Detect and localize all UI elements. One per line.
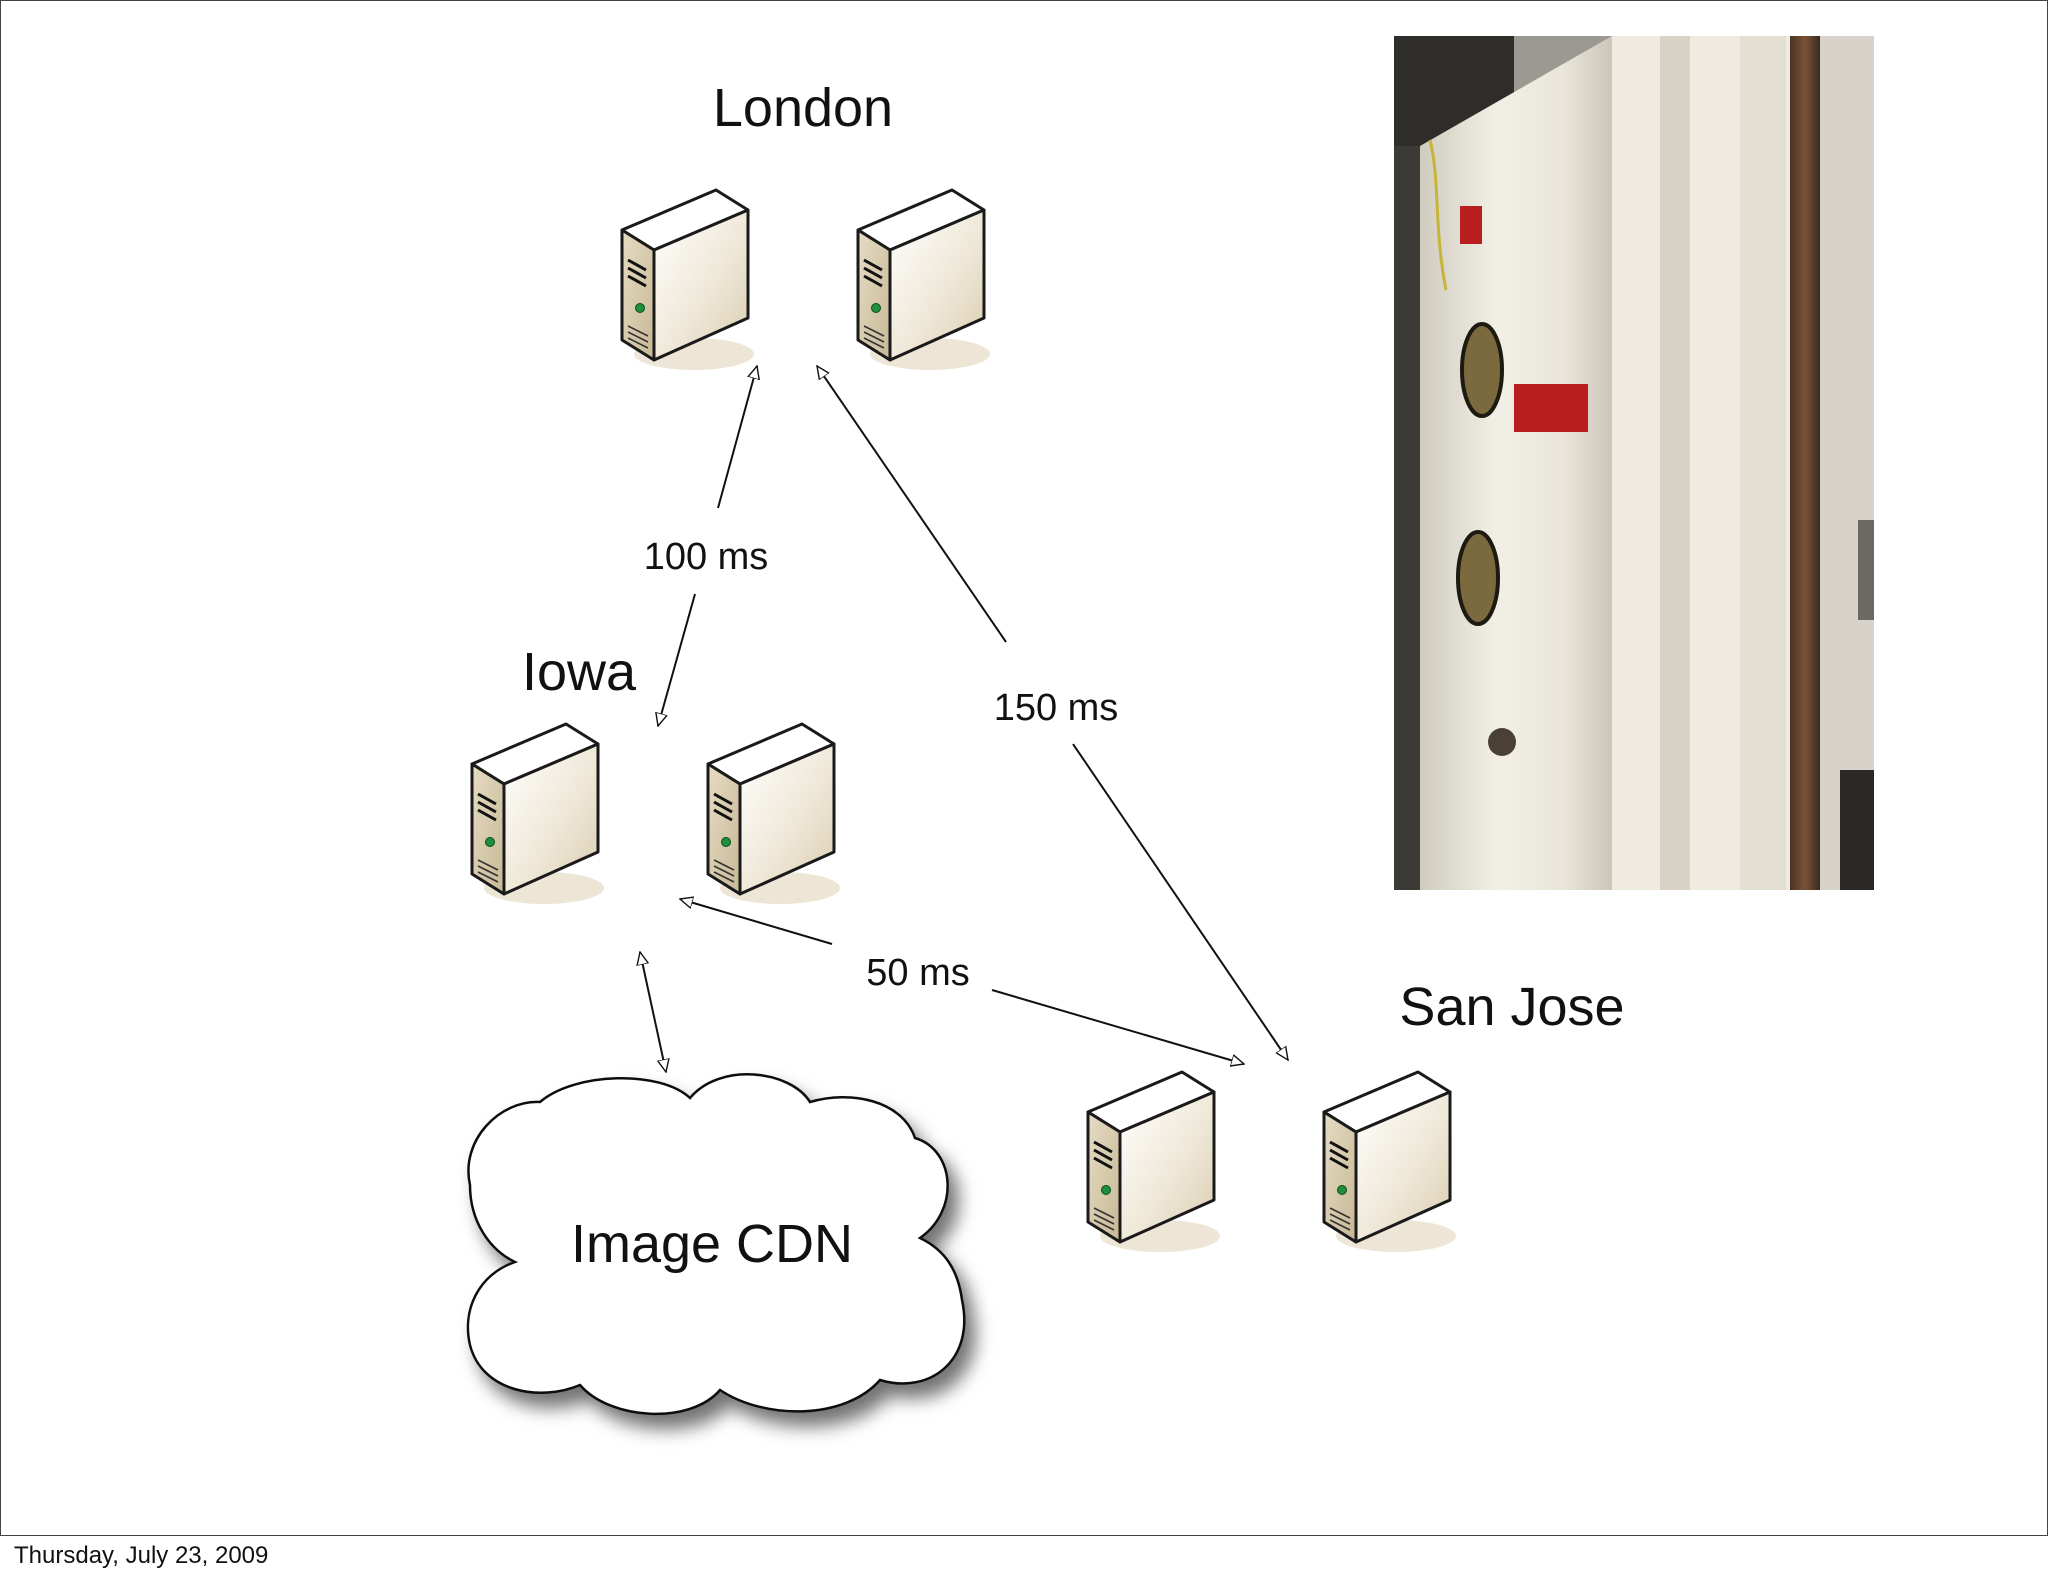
san-jose-server-2 bbox=[1322, 1070, 1458, 1254]
san-jose-server-1 bbox=[1086, 1070, 1222, 1254]
link-london-iowa bbox=[658, 366, 757, 726]
latency-london-iowa: 100 ms bbox=[644, 536, 769, 578]
latency-london-san-jose: 150 ms bbox=[994, 687, 1119, 729]
image-cdn-cloud bbox=[466, 1073, 966, 1415]
london-label: London bbox=[713, 78, 893, 138]
iowa-server-2 bbox=[706, 722, 842, 906]
footer-date: Thursday, July 23, 2009 bbox=[14, 1542, 269, 1569]
london-server-2 bbox=[856, 188, 992, 372]
iowa-label: Iowa bbox=[522, 642, 637, 702]
latency-iowa-san-jose: 50 ms bbox=[866, 952, 969, 994]
link-iowa-san-jose bbox=[680, 899, 1244, 1064]
iowa-server-1 bbox=[470, 722, 606, 906]
image-cdn-label: Image CDN bbox=[571, 1214, 853, 1274]
link-london-san-jose bbox=[817, 366, 1288, 1060]
london-server-1 bbox=[620, 188, 756, 372]
vault-door-photo bbox=[1394, 36, 1874, 890]
link-iowa-cdn bbox=[640, 952, 666, 1072]
san-jose-label: San Jose bbox=[1399, 977, 1624, 1037]
